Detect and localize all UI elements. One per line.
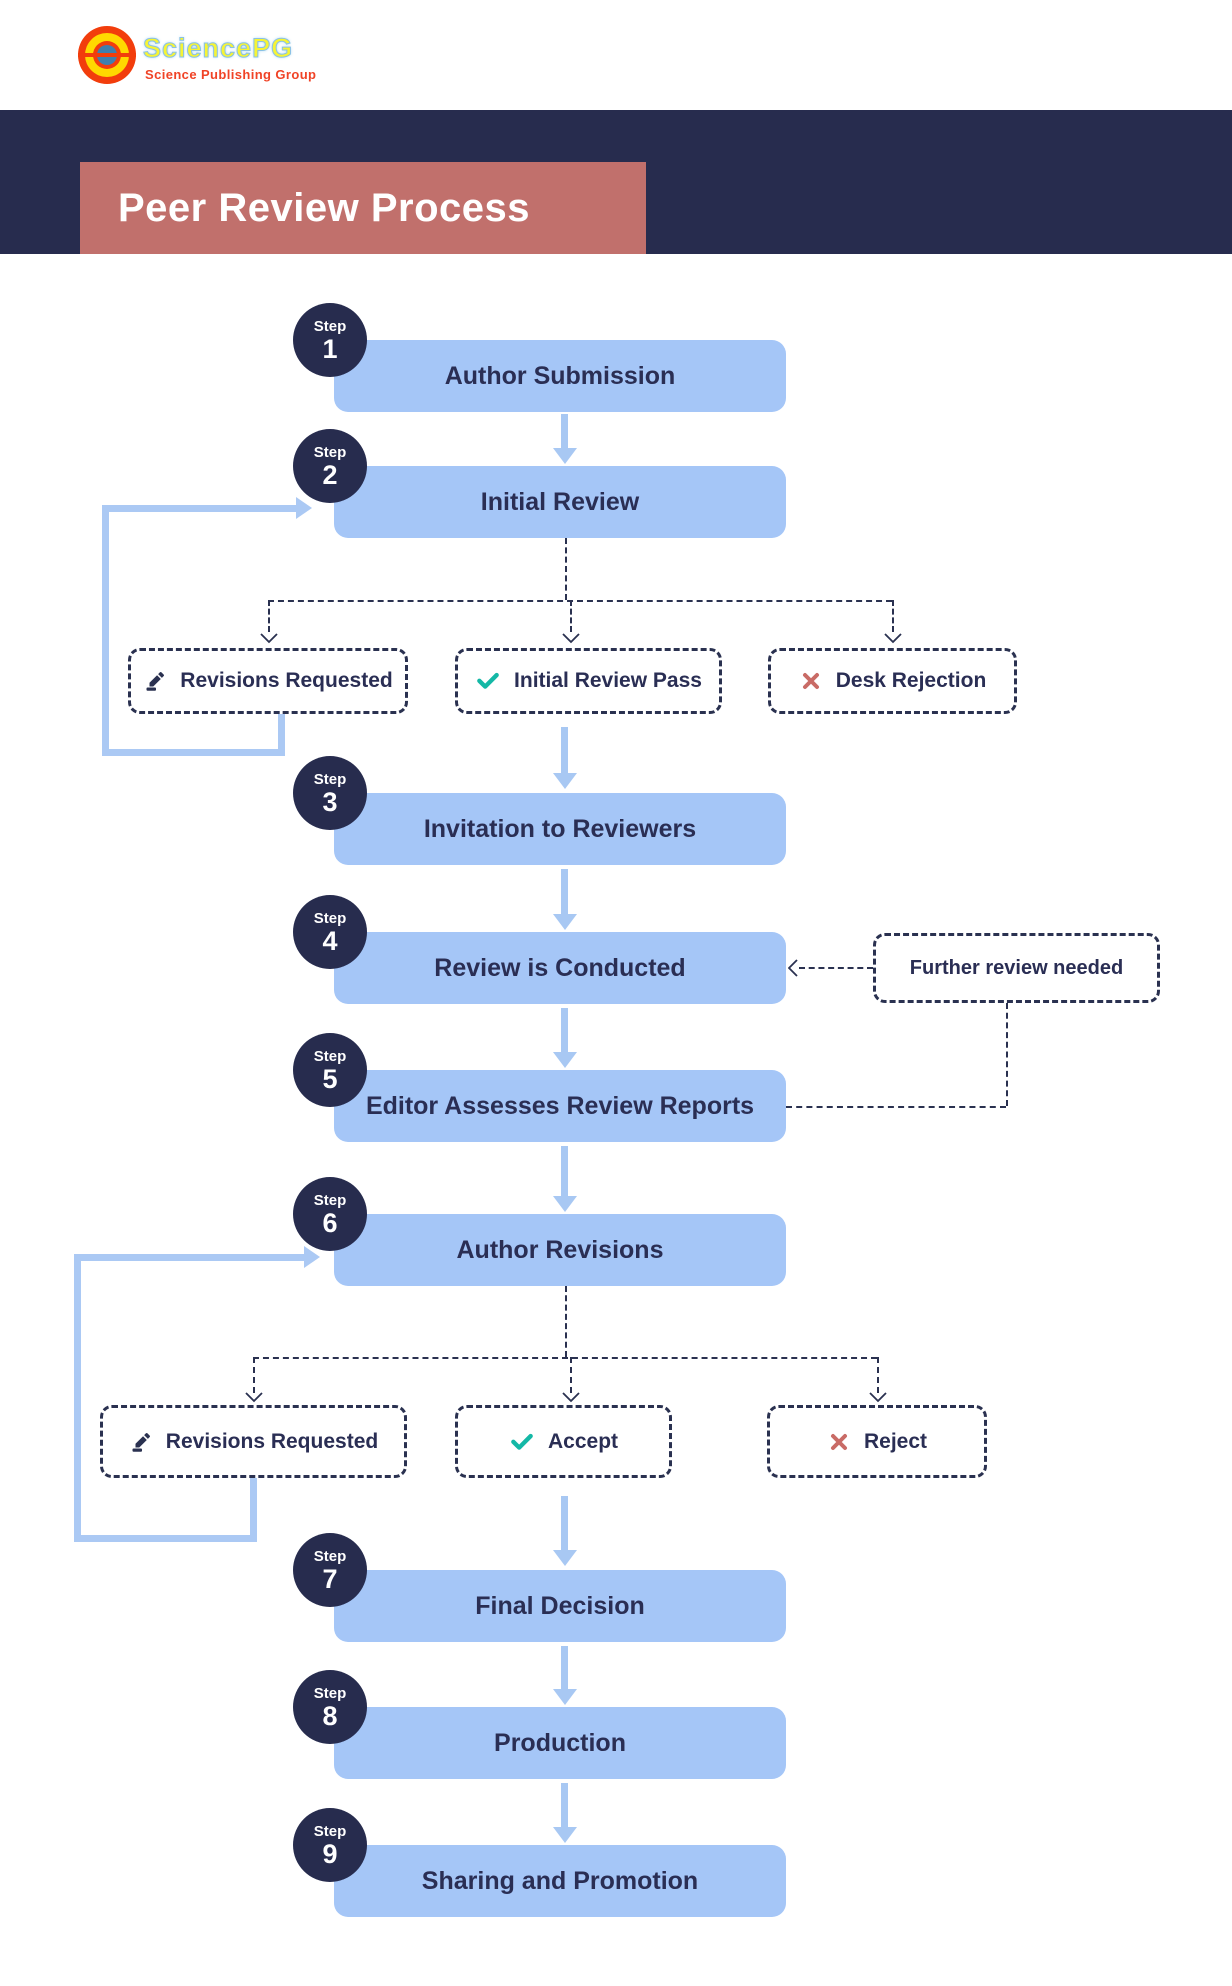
dashed-connector <box>253 1357 877 1359</box>
node-author-revisions: Author Revisions <box>334 1214 786 1286</box>
dashed-arrowhead-down-icon <box>562 633 580 644</box>
outcome-revisions-requested-2: Revisions Requested <box>100 1405 407 1478</box>
loop-arrowhead-right-icon <box>296 497 312 519</box>
page-title: Peer Review Process <box>118 185 530 230</box>
node-initial-review: Initial Review <box>334 466 786 538</box>
pencil-icon <box>146 671 165 691</box>
loop-line <box>74 1254 304 1261</box>
arrow-down <box>561 727 568 773</box>
dashed-arrowhead-down-icon <box>869 1392 887 1403</box>
loop-line <box>102 505 296 512</box>
arrow-down <box>561 1783 568 1827</box>
dashed-connector <box>1006 1003 1008 1106</box>
arrow-down <box>561 1008 568 1052</box>
arrow-down <box>561 1646 568 1689</box>
dashed-arrowhead-down-icon <box>260 633 278 644</box>
loop-line <box>102 505 109 756</box>
loop-line <box>250 1478 257 1542</box>
outcome-revisions-requested-1: Revisions Requested <box>128 648 408 714</box>
check-icon <box>511 1433 533 1450</box>
node-editor-assesses: Editor Assesses Review Reports <box>334 1070 786 1142</box>
logo-tagline: Science Publishing Group <box>145 67 317 82</box>
pencil-icon <box>132 1432 150 1452</box>
dashed-connector <box>570 1357 572 1393</box>
dashed-arrowhead-down-icon <box>562 1392 580 1403</box>
dashed-connector <box>799 967 873 969</box>
dashed-connector <box>786 1106 1006 1108</box>
outcome-initial-review-pass: Initial Review Pass <box>455 648 722 714</box>
loop-line <box>74 1254 81 1542</box>
dashed-connector <box>877 1357 879 1393</box>
title-banner: Peer Review Process <box>80 162 646 254</box>
dashed-arrowhead-down-icon <box>245 1392 263 1403</box>
node-review-is-conducted: Review is Conducted <box>334 932 786 1004</box>
node-production: Production <box>334 1707 786 1779</box>
node-invitation-to-reviewers: Invitation to Reviewers <box>334 793 786 865</box>
x-icon <box>802 673 819 689</box>
note-further-review-needed: Further review needed <box>873 933 1160 1003</box>
dashed-connector <box>570 600 572 632</box>
loop-line <box>278 714 285 756</box>
arrow-down <box>561 1146 568 1196</box>
arrow-down <box>561 414 568 448</box>
outcome-reject: Reject <box>767 1405 987 1478</box>
dashed-connector <box>565 538 567 600</box>
dashed-connector <box>253 1357 255 1393</box>
dashed-arrowhead-down-icon <box>884 633 902 644</box>
logo-stripe <box>78 53 136 57</box>
x-icon <box>830 1433 847 1450</box>
outcome-desk-rejection: Desk Rejection <box>768 648 1017 714</box>
dashed-connector <box>565 1286 567 1357</box>
arrow-down <box>561 1496 568 1550</box>
dashed-connector <box>892 600 894 632</box>
node-sharing-promotion: Sharing and Promotion <box>334 1845 786 1917</box>
dashed-connector <box>268 600 270 632</box>
check-icon <box>477 672 499 689</box>
loop-line <box>102 749 285 756</box>
outcome-accept: Accept <box>455 1405 672 1478</box>
dashed-connector <box>268 600 892 602</box>
logo-wordmark: SciencePG <box>142 33 294 64</box>
node-author-submission: Author Submission <box>334 340 786 412</box>
arrow-down <box>561 869 568 914</box>
node-final-decision: Final Decision <box>334 1570 786 1642</box>
dashed-arrowhead-left-icon <box>788 959 798 977</box>
loop-arrowhead-right-icon <box>304 1246 320 1268</box>
sciencepg-logo-icon <box>78 26 136 84</box>
loop-line <box>74 1535 257 1542</box>
